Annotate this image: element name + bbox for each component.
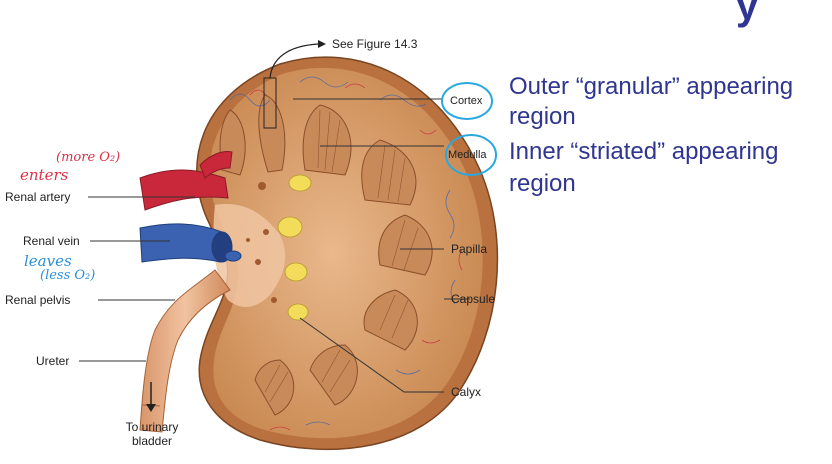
renal-vein [139, 223, 223, 263]
medulla-highlight-circle [445, 134, 497, 176]
handwritten-enters: enters [20, 166, 69, 184]
calyx-label: Calyx [451, 385, 482, 399]
to-bladder-line-1: To urinary [125, 420, 179, 434]
cortex-vessels [229, 76, 456, 426]
medulla-label: Medulla [448, 149, 487, 161]
to-urinary-bladder-label: To urinary bladder [115, 420, 189, 448]
see-figure-label: See Figure 14.3 [332, 37, 418, 51]
handwritten-more-o2: (more O₂) [56, 150, 121, 165]
handwritten-less-o2: (less O₂) [40, 268, 96, 283]
leader-lines [79, 98, 470, 393]
renal-pelvis-label: Renal pelvis [5, 293, 71, 307]
capsule-label: Capsule [451, 292, 496, 306]
calyces [277, 174, 312, 321]
cortex-highlight-circle [441, 82, 493, 120]
see-figure-arrow [269, 43, 319, 79]
renal-artery-label: Renal artery [5, 190, 71, 204]
slide-title-fragment: y [736, 0, 759, 28]
medullary-pyramids [219, 94, 433, 416]
ureter-label: Ureter [36, 354, 70, 368]
cortex-label: Cortex [450, 95, 483, 107]
handwritten-leaves: leaves [24, 252, 72, 270]
cortex-description-line-2: region [509, 103, 576, 130]
cortex-description-line-1: Outer “granular” appearing [509, 73, 794, 100]
to-bladder-line-2: bladder [131, 434, 173, 448]
renal-vein-label: Renal vein [23, 234, 80, 248]
medulla-description-line-1: Inner “striated” appearing [509, 138, 779, 165]
medulla-description-line-2: region [509, 170, 576, 197]
papilla-label: Papilla [451, 242, 488, 256]
medulla-striations [264, 109, 419, 403]
ureter [139, 269, 231, 433]
sinus-dots [246, 182, 277, 303]
renal-artery [139, 169, 229, 211]
cortex-vessels-red [249, 83, 463, 431]
